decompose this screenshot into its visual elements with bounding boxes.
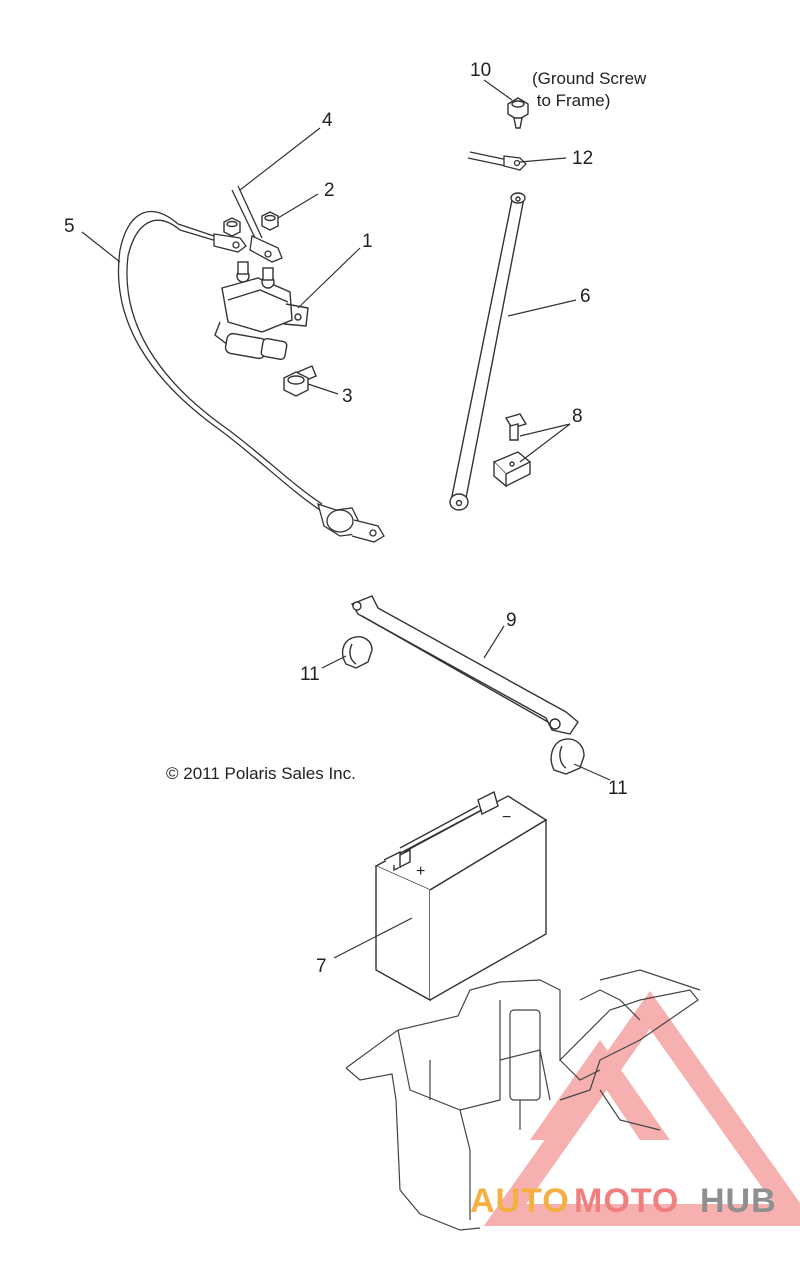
hold-down-bar-9: [350, 595, 579, 735]
starter-solenoid: [214, 261, 309, 361]
watermark-logo: [483, 990, 800, 1226]
callout-11-lower: 11: [608, 778, 628, 799]
bolt-and-nut-8: [492, 413, 532, 488]
callout-3: 3: [342, 386, 353, 407]
leader-lines: [81, 79, 611, 959]
callout-10: 10: [470, 60, 491, 81]
callout-1: 1: [362, 231, 373, 252]
ground-screw-note-line1: (Ground Screw: [532, 69, 647, 88]
callout-labels: 1 2 3 4 5 6 7 8 9 10 11 11 12: [64, 60, 628, 977]
watermark-hub: HUB: [700, 1182, 777, 1220]
battery-tray: [345, 969, 701, 1231]
watermark-moto: MOTO: [574, 1182, 679, 1220]
ground-screw-note-line2: to Frame): [532, 91, 610, 110]
callout-9: 9: [506, 610, 517, 631]
callout-2: 2: [324, 180, 335, 201]
callout-6: 6: [580, 286, 591, 307]
copyright-notice: © 2011 Polaris Sales Inc.: [166, 764, 356, 783]
callout-5: 5: [64, 216, 75, 237]
bolt-3: [283, 365, 317, 397]
battery-7: [374, 790, 548, 1002]
callout-11-upper: 11: [300, 664, 320, 685]
callout-8: 8: [572, 406, 583, 427]
ground-screw-10: [507, 97, 529, 129]
callout-4: 4: [322, 110, 333, 131]
callout-7: 7: [316, 956, 327, 977]
cable-5: [117, 210, 385, 543]
terminal-nuts: [223, 211, 279, 237]
watermark-text: AUTO MOTO HUB: [470, 1182, 777, 1220]
battery-plus-mark: +: [416, 863, 425, 880]
ground-cable-12: [467, 151, 527, 171]
watermark-auto: AUTO: [470, 1182, 570, 1220]
callout-12: 12: [572, 148, 593, 169]
battery-minus-mark: −: [502, 809, 511, 826]
cable-4: [231, 185, 283, 263]
ground-strap-6: [449, 192, 526, 511]
cable-5-lug-solenoid: [177, 223, 247, 253]
